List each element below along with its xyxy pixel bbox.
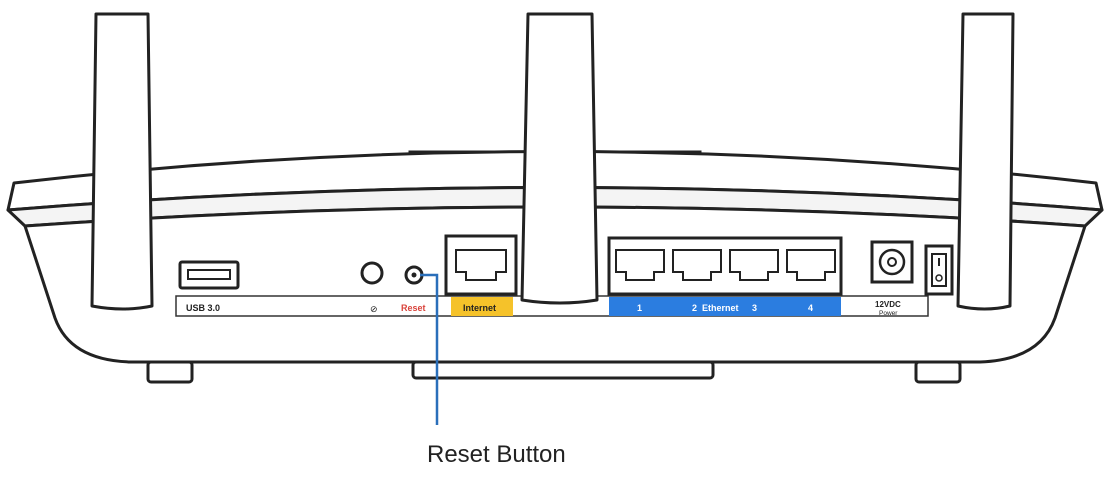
antenna-left bbox=[90, 12, 154, 311]
ethernet-label-3: 3 bbox=[752, 303, 757, 313]
usb-port bbox=[178, 260, 240, 290]
ethernet-jack-1 bbox=[615, 249, 665, 281]
router-foot-center bbox=[411, 360, 715, 380]
reset-callout-line bbox=[420, 273, 439, 425]
reset-callout-label: Reset Button bbox=[427, 441, 566, 468]
ethernet-jack-3 bbox=[729, 249, 779, 281]
reset-pinhole bbox=[404, 265, 424, 285]
antenna-center bbox=[520, 12, 599, 305]
usb-label: USB 3.0 bbox=[186, 303, 220, 313]
wps-button bbox=[360, 261, 384, 285]
ethernet-name-label: Ethernet bbox=[702, 303, 739, 313]
ethernet-label-1: 1 bbox=[637, 303, 642, 313]
reset-label: Reset bbox=[401, 303, 426, 313]
ethernet-ports bbox=[607, 236, 843, 296]
ethernet-strip bbox=[609, 297, 841, 316]
internet-strip bbox=[451, 297, 513, 316]
power-sub-label: Power bbox=[879, 310, 898, 317]
ethernet-jack-4 bbox=[786, 249, 836, 281]
power-port bbox=[870, 240, 914, 284]
antenna-right bbox=[956, 12, 1015, 311]
internet-label: Internet bbox=[463, 303, 496, 313]
internet-port bbox=[444, 234, 518, 296]
power-label: 12VDC bbox=[875, 300, 901, 309]
power-switch bbox=[924, 244, 954, 296]
wps-label: ⊘ bbox=[370, 304, 378, 314]
ethernet-label-4: 4 bbox=[808, 303, 813, 313]
ethernet-label-2: 2 bbox=[692, 303, 697, 313]
router-foot-right bbox=[914, 360, 962, 384]
ethernet-jack-2 bbox=[672, 249, 722, 281]
router-foot-left bbox=[146, 360, 194, 384]
